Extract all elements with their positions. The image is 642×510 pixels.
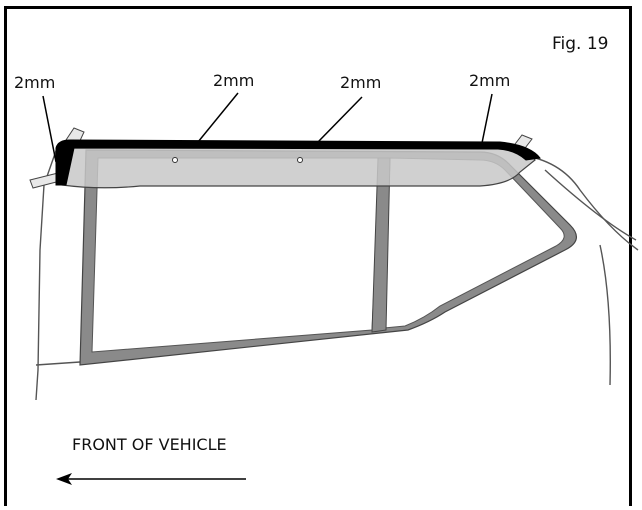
dimension-label-top-front: 2mm [213,71,255,90]
front-window-glass [91,157,381,353]
car-body-outline [35,144,59,401]
dimension-label-top-middle: 2mm [340,73,382,92]
dim-leader-1 [42,95,57,163]
wind-visor [61,143,536,189]
visor-screw-1 [172,157,178,163]
dimension-label-rear: 2mm [469,71,511,90]
front-direction-arrowhead [56,473,72,485]
dim-leader-4 [481,93,493,144]
adhesive-strip [55,139,541,186]
car-roof-rear-line [519,154,639,251]
figure-frame [4,6,632,506]
visor-screw-2 [297,157,303,163]
figure-label: Fig. 19 [552,34,609,54]
dimension-label-front-edge: 2mm [14,73,56,92]
car-door-bottom-line [35,361,81,366]
front-of-vehicle-label: FRONT OF VEHICLE [72,435,227,454]
car-rear-pillar-line [544,169,637,386]
dim-leader-3 [317,96,363,143]
dim-leader-2 [197,92,239,143]
